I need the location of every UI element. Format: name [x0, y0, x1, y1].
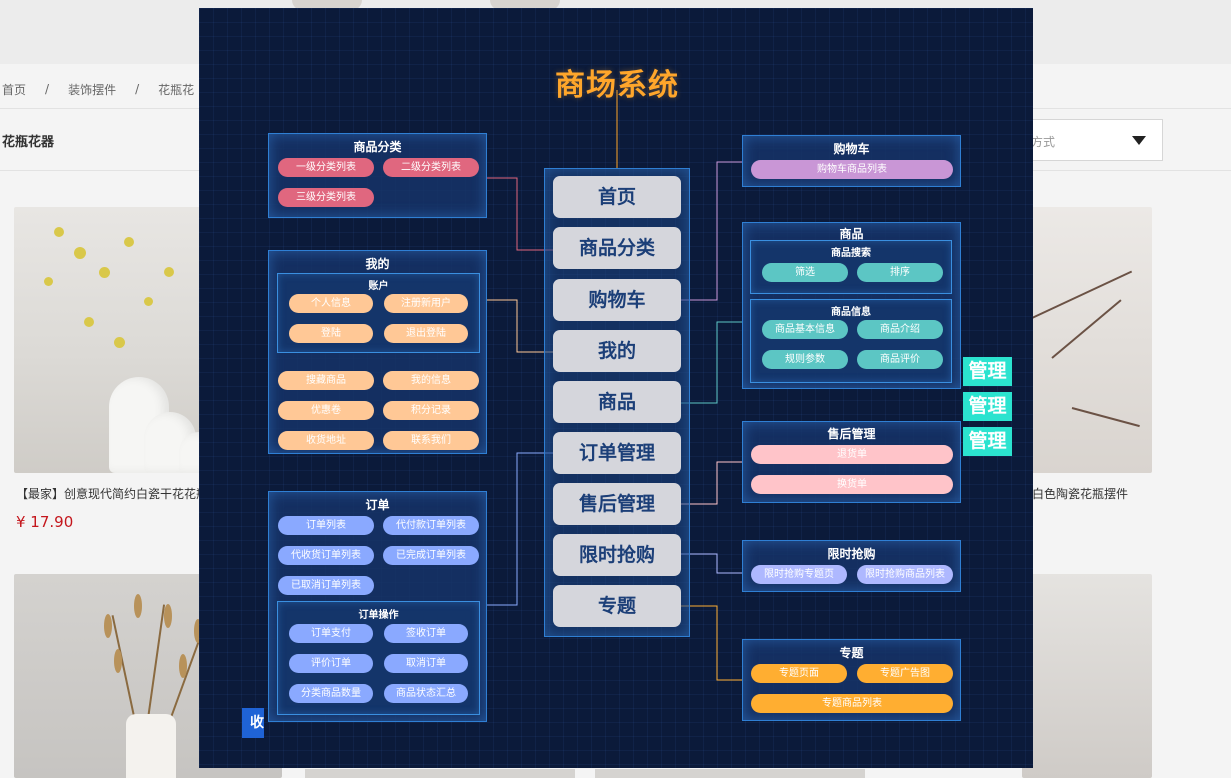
subpanel-title: 订单操作 [358, 610, 399, 621]
order-panel: 订单 订单列表 代付款订单列表 代收货订单列表 已完成订单列表 已取消订单列表 … [268, 491, 487, 722]
topic-goods-list-item[interactable]: 专题商品列表 [751, 694, 953, 713]
product-image[interactable] [1022, 574, 1152, 778]
category-level1-item[interactable]: 一级分类列表 [278, 158, 374, 177]
mall-system-diagram: 商场系统 首页 商品分类 购物车 我的 商品 订单管理 售后管理 限时抢购 专题… [199, 8, 1033, 768]
topic-panel: 专题 专题页面 专题广告图 专题商品列表 [742, 639, 961, 721]
category-panel: 商品分类 一级分类列表 二级分类列表 三级分类列表 [268, 133, 487, 218]
mine-address-item[interactable]: 收货地址 [278, 431, 374, 450]
aftersale-return-item[interactable]: 退货单 [751, 445, 953, 464]
diagram-title: 商场系统 [555, 68, 679, 103]
goods-filter-item[interactable]: 筛选 [762, 263, 848, 282]
collapse-button[interactable]: 收 [242, 708, 264, 738]
panel-title: 限时抢购 [827, 547, 876, 561]
cart-list-item[interactable]: 购物车商品列表 [751, 160, 953, 179]
account-logout-item[interactable]: 退出登陆 [384, 324, 468, 343]
subpanel-title: 账户 [368, 281, 389, 292]
goods-intro-item[interactable]: 商品介绍 [857, 320, 943, 339]
product-image-fragment [305, 769, 575, 778]
account-login-item[interactable]: 登陆 [289, 324, 373, 343]
mine-coupon-item[interactable]: 优惠卷 [278, 401, 374, 420]
chevron-down-icon [1132, 136, 1146, 145]
order-status-summary-item[interactable]: 商品状态汇总 [384, 684, 468, 703]
product-image-fragment [595, 769, 865, 778]
breadcrumb-separator: / [45, 82, 50, 96]
order-unpaid-item[interactable]: 代付款订单列表 [383, 516, 479, 535]
aftersale-exchange-item[interactable]: 换货单 [751, 475, 953, 494]
order-pay-item[interactable]: 订单支付 [289, 624, 373, 643]
goods-basic-info-item[interactable]: 商品基本信息 [762, 320, 848, 339]
product-price: ¥ 17.90 [16, 513, 74, 531]
goods-spec-item[interactable]: 规则参数 [762, 350, 848, 369]
order-cancelled-item[interactable]: 已取消订单列表 [278, 576, 374, 595]
account-profile-item[interactable]: 个人信息 [289, 294, 373, 313]
account-register-item[interactable]: 注册新用户 [384, 294, 468, 313]
mine-contact-item[interactable]: 联系我们 [383, 431, 479, 450]
flash-sale-panel: 限时抢购 限时抢购专题页 限时抢购商品列表 [742, 540, 961, 592]
order-completed-item[interactable]: 已完成订单列表 [383, 546, 479, 565]
panel-title: 商品 [839, 227, 864, 241]
breadcrumb-decor[interactable]: 装饰摆件 [68, 82, 117, 97]
manage-tag[interactable]: 管理 [963, 392, 1012, 421]
topic-banner-item[interactable]: 专题广告图 [857, 664, 953, 683]
connector-lines [487, 90, 742, 681]
flash-goods-list-item[interactable]: 限时抢购商品列表 [857, 565, 953, 584]
mine-info-item[interactable]: 我的信息 [383, 371, 479, 390]
account-subpanel: 账户 个人信息 注册新用户 登陆 退出登陆 [277, 273, 480, 353]
banner-image-fragment [490, 0, 560, 10]
category-level2-item[interactable]: 二级分类列表 [383, 158, 479, 177]
nav-order-button[interactable]: 订单管理 [553, 432, 681, 474]
panel-title: 售后管理 [827, 427, 876, 441]
panel-title: 我的 [365, 257, 390, 271]
subpanel-title: 商品信息 [831, 307, 871, 318]
manage-tag[interactable]: 管理 [963, 357, 1012, 386]
flash-topic-page-item[interactable]: 限时抢购专题页 [751, 565, 847, 584]
order-pending-receipt-item[interactable]: 代收货订单列表 [278, 546, 374, 565]
category-level3-item[interactable]: 三级分类列表 [278, 188, 374, 207]
order-category-count-item[interactable]: 分类商品数量 [289, 684, 373, 703]
order-cancel-item[interactable]: 取消订单 [384, 654, 468, 673]
goods-sort-item[interactable]: 排序 [857, 263, 943, 282]
nav-category-button[interactable]: 商品分类 [553, 227, 681, 269]
mine-favorites-item[interactable]: 搜藏商品 [278, 371, 374, 390]
goods-search-subpanel: 商品搜索 筛选 排序 [750, 240, 952, 294]
mine-points-item[interactable]: 积分记录 [383, 401, 479, 420]
panel-title: 专题 [839, 646, 864, 660]
panel-title: 订单 [365, 498, 390, 512]
aftersale-panel: 售后管理 退货单 换货单 [742, 421, 961, 503]
sort-select-value: 方式 [1031, 135, 1056, 149]
goods-panel: 商品 商品搜索 筛选 排序 商品信息 商品基本信息 商品介绍 规则参数 商品评价 [742, 222, 961, 389]
breadcrumb-separator: / [135, 82, 140, 96]
order-ops-subpanel: 订单操作 订单支付 签收订单 评价订单 取消订单 分类商品数量 商品状态汇总 [277, 601, 480, 715]
order-list-item[interactable]: 订单列表 [278, 516, 374, 535]
category-title: 花瓶花器 [2, 135, 55, 150]
mine-panel: 我的 账户 个人信息 注册新用户 登陆 退出登陆 搜藏商品 我的信息 优惠卷 积… [268, 250, 487, 454]
nav-flash-sale-button[interactable]: 限时抢购 [553, 534, 681, 576]
nav-goods-button[interactable]: 商品 [553, 381, 681, 423]
cart-panel: 购物车 购物车商品列表 [742, 135, 961, 187]
banner-image-fragment [292, 0, 362, 10]
breadcrumb-home[interactable]: 首页 [2, 82, 27, 97]
nav-home-button[interactable]: 首页 [553, 176, 681, 218]
order-sign-item[interactable]: 签收订单 [384, 624, 468, 643]
product-image[interactable] [1022, 207, 1152, 473]
goods-review-item[interactable]: 商品评价 [857, 350, 943, 369]
nav-aftersale-button[interactable]: 售后管理 [553, 483, 681, 525]
manage-tag[interactable]: 管理 [963, 427, 1012, 456]
panel-title: 商品分类 [353, 140, 402, 154]
topic-page-item[interactable]: 专题页面 [751, 664, 847, 683]
breadcrumb-vase[interactable]: 花瓶花 [158, 82, 195, 97]
subpanel-title: 商品搜索 [831, 248, 871, 259]
nav-mine-button[interactable]: 我的 [553, 330, 681, 372]
nav-topic-button[interactable]: 专题 [553, 585, 681, 627]
product-name[interactable]: 【最家】创意现代简约白瓷干花花瓶 [16, 487, 209, 501]
panel-title: 购物车 [833, 142, 870, 156]
nav-cart-button[interactable]: 购物车 [553, 279, 681, 321]
breadcrumb: 首页 / 装饰摆件 / 花瓶花 [0, 74, 1231, 104]
order-review-item[interactable]: 评价订单 [289, 654, 373, 673]
goods-info-subpanel: 商品信息 商品基本信息 商品介绍 规则参数 商品评价 [750, 299, 952, 383]
product-name[interactable]: 白色陶瓷花瓶摆件 [1032, 487, 1129, 501]
